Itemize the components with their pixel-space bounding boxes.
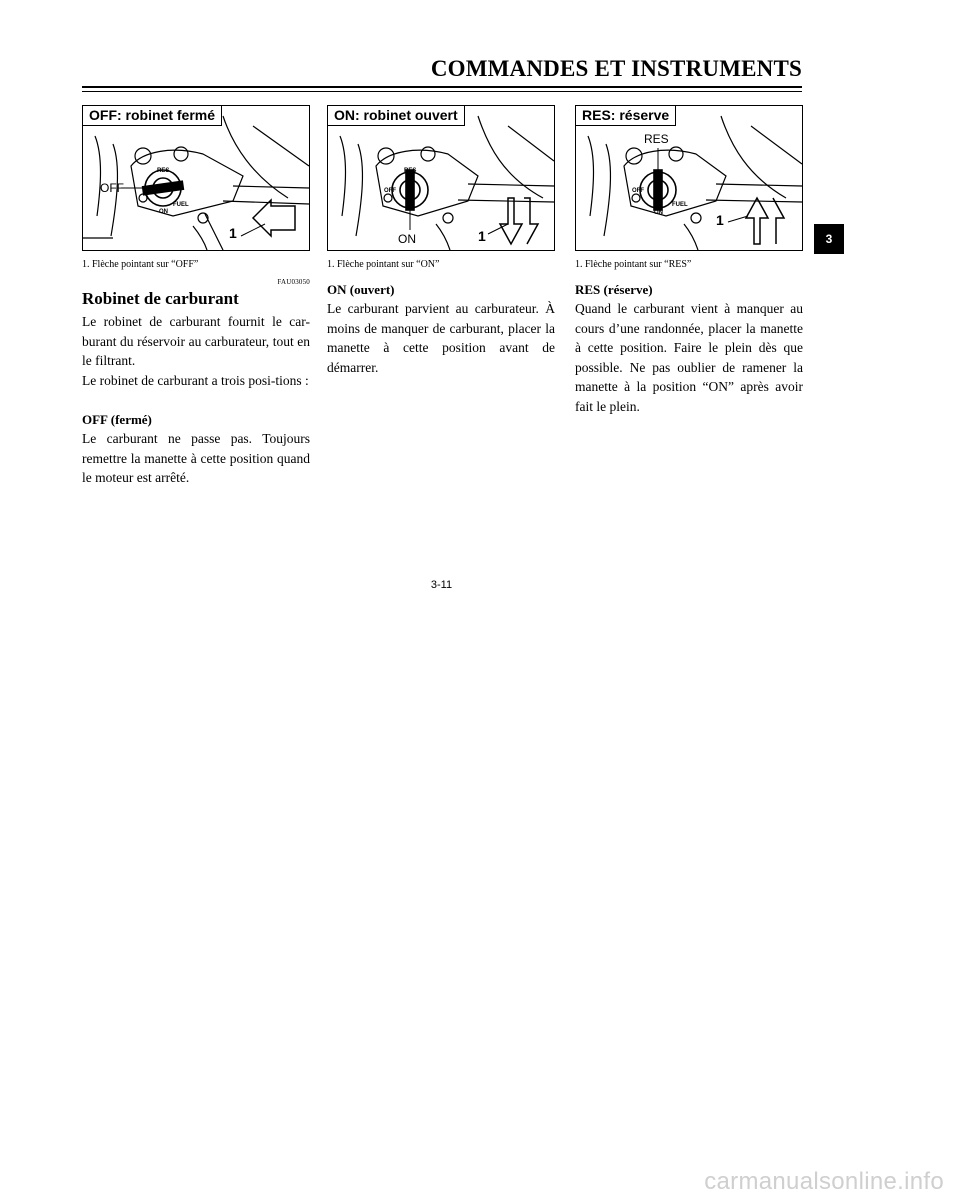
figure-on: RES OFF ON: robinet ouvert ON 1	[327, 105, 555, 251]
caption-res: 1. Flèche pointant sur “RES”	[575, 259, 692, 270]
valve-fuel-marking: FUEL	[173, 202, 189, 208]
column-on: RES OFF ON: robinet ouvert ON 1 1. Flèch…	[327, 105, 555, 377]
arrow-left-icon	[251, 198, 296, 238]
figure-res: OFF ON FUEL RES: réserve RES 1	[575, 105, 803, 251]
watermark: carmanualsonline.info	[704, 1168, 944, 1195]
callout-number: 1	[478, 228, 486, 244]
res-paragraph: Quand le carburant vient à manquer au co…	[575, 301, 803, 414]
on-paragraph: Le carburant parvient au carburateur. À …	[327, 301, 555, 375]
callout-number: 1	[716, 212, 724, 228]
valve-res-marking: RES	[404, 168, 416, 174]
callout-number: 1	[229, 225, 237, 241]
callout-on: ON	[398, 232, 416, 246]
on-heading: ON (ouvert)	[327, 282, 395, 297]
header-rule	[82, 86, 802, 88]
header-rule-thin	[82, 91, 802, 92]
res-heading: RES (réserve)	[575, 282, 653, 297]
chapter-tab: 3	[814, 224, 844, 254]
arrow-up-icon	[744, 196, 770, 245]
intro-paragraph-2: Le robinet de carburant a trois posi-tio…	[82, 372, 309, 388]
figure-title-res: RES: réserve	[576, 106, 677, 126]
figure-title-on: ON: robinet ouvert	[328, 106, 465, 126]
valve-fuel-marking: FUEL	[672, 202, 688, 208]
fuel-valve-on-illustration: RES OFF	[339, 115, 554, 250]
section-heading: Robinet de carburant	[82, 289, 239, 308]
callout-off: OFF	[100, 181, 124, 195]
valve-res-marking: RES	[157, 168, 169, 174]
off-heading: OFF (fermé)	[82, 412, 152, 427]
column-res: OFF ON FUEL RES: réserve RES 1 1. Flèche…	[575, 105, 803, 416]
caption-off: 1. Flèche pointant sur “OFF”	[82, 259, 199, 270]
valve-on-marking: ON	[159, 209, 168, 215]
page-title: COMMANDES ET INSTRUMENTS	[430, 56, 802, 81]
figure-off: RES ON FUEL OFF: robinet fermé OFF 1	[82, 105, 310, 251]
callout-res: RES	[644, 132, 669, 146]
arrow-down-icon	[498, 197, 524, 246]
intro-paragraph: Le robinet de carburant fournit le car-b…	[82, 314, 310, 368]
fuel-valve-off-illustration: RES ON FUEL	[83, 115, 309, 250]
figure-title-off: OFF: robinet fermé	[83, 106, 223, 126]
page-number: 3-11	[430, 579, 453, 591]
valve-off-marking: OFF	[384, 188, 396, 194]
column-off: RES ON FUEL OFF: robinet fermé OFF 1 1. …	[82, 105, 310, 488]
reference-code: FAU03050	[277, 278, 310, 286]
caption-on: 1. Flèche pointant sur “ON”	[327, 259, 440, 270]
valve-off-marking: OFF	[632, 188, 644, 194]
off-paragraph: Le carburant ne passe pas. Toujours reme…	[82, 431, 310, 485]
fuel-valve-res-illustration: OFF ON FUEL	[587, 115, 802, 250]
valve-on-marking: ON	[654, 210, 663, 216]
